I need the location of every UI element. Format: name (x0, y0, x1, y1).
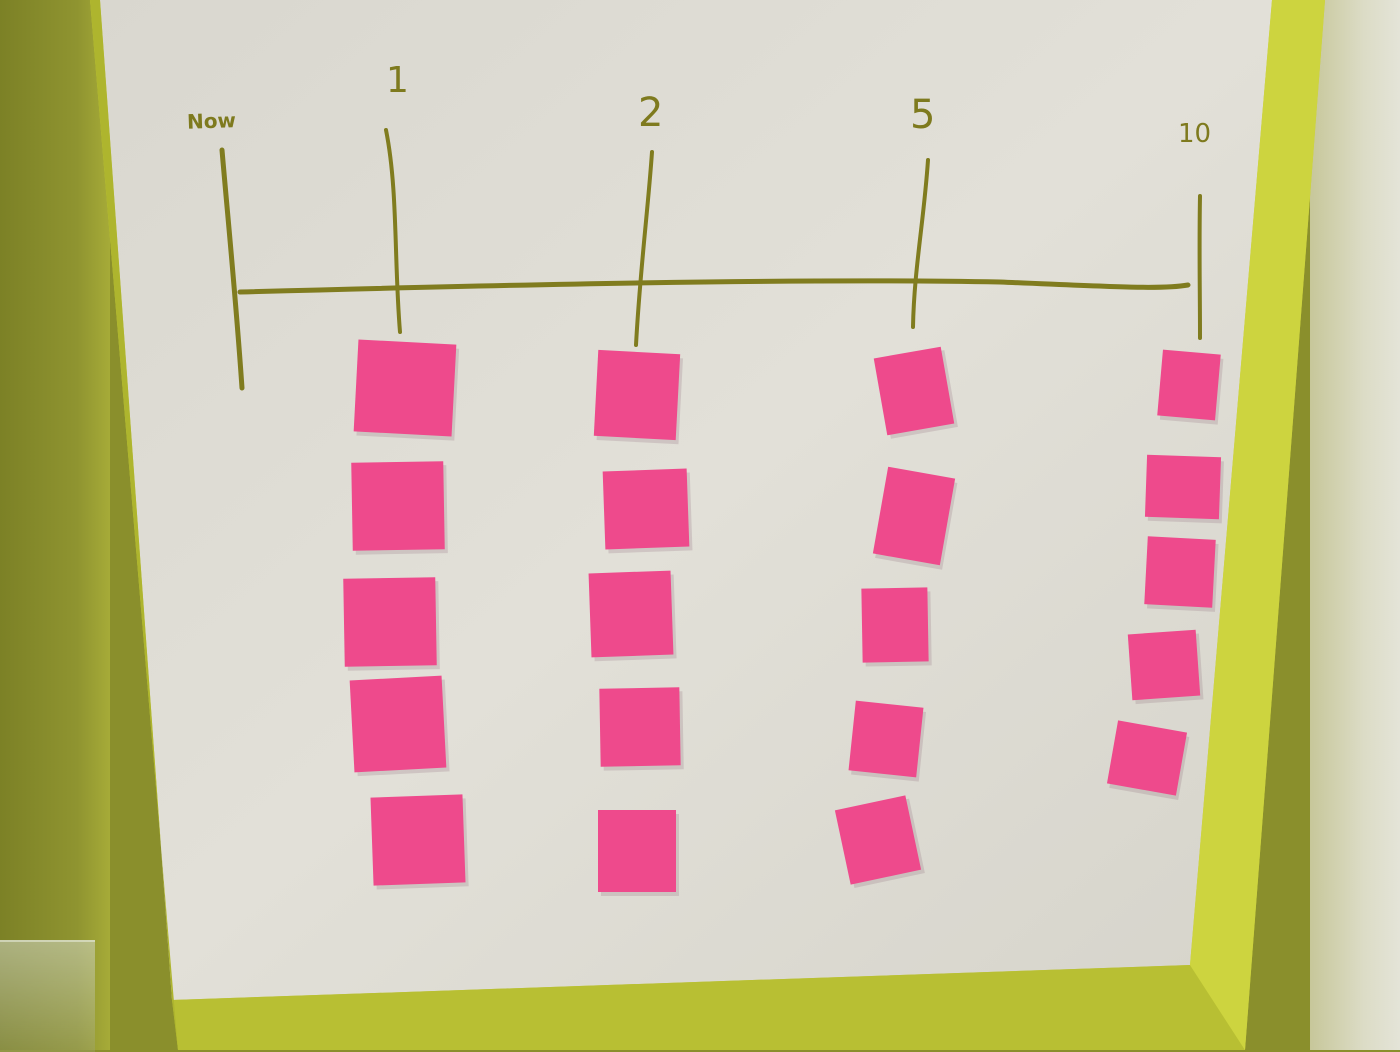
timeline-tick-label-2: 2 (638, 90, 663, 136)
sticky-note-col-10-5 (1107, 720, 1187, 795)
timeline-tick-2 (636, 152, 652, 345)
sticky-note-col-1-4 (350, 676, 447, 773)
sticky-note-col-10-2 (1145, 455, 1221, 520)
timeline-tick-5 (913, 160, 928, 327)
sticky-note-col-1-3 (343, 577, 437, 667)
sticky-note-col-1-1 (354, 339, 457, 436)
sticky-notes (343, 339, 1224, 896)
sticky-note-col-1-5 (370, 794, 465, 885)
timeline-start-line (222, 150, 242, 388)
sticky-note-col-2-2 (603, 469, 690, 550)
sticky-note-col-5-1 (874, 347, 955, 436)
sticky-note-col-2-3 (589, 571, 674, 658)
sticky-note-col-10-3 (1144, 536, 1215, 607)
timeline-tick-label-1: 1 (386, 60, 409, 101)
sticky-note-col-10-4 (1128, 630, 1200, 701)
timeline-tick-label-5: 5 (910, 92, 935, 138)
sticky-note-col-5-4 (849, 701, 924, 778)
sticky-note-col-5-3 (861, 587, 928, 662)
sticky-note-col-2-1 (594, 350, 680, 440)
timeline-start-label: Now (187, 108, 237, 134)
timeline-tick-label-10: 10 (1178, 119, 1211, 149)
sticky-note-col-2-5 (598, 810, 676, 892)
sticky-note-col-1-2 (351, 461, 445, 551)
sticky-note-col-10-1 (1157, 350, 1221, 421)
timeline-tick-1 (386, 130, 400, 332)
timeline-axis (240, 281, 1188, 292)
sticky-note-col-2-4 (599, 687, 680, 766)
